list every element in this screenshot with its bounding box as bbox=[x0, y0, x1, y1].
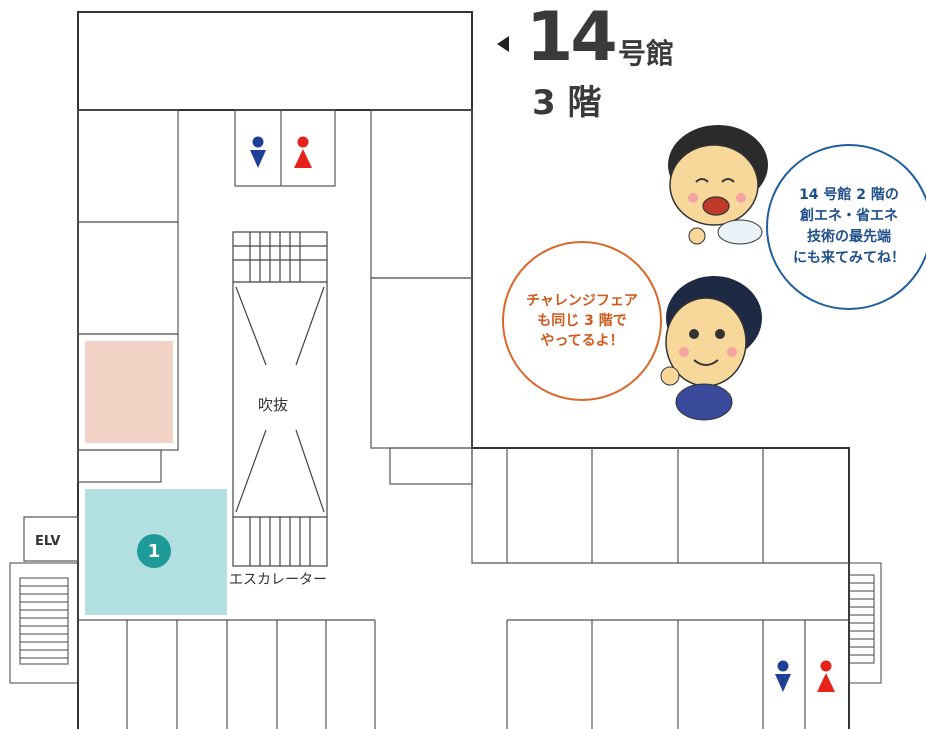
men-restroom-icon bbox=[250, 136, 266, 168]
room-lines bbox=[23, 109, 849, 729]
right-stairs bbox=[848, 562, 882, 684]
speech-bubble-orange: チャレンジフェア も同じ 3 階で やってるよ！ bbox=[502, 241, 662, 401]
men-restroom-icon bbox=[775, 660, 791, 692]
women-restroom-icon bbox=[294, 136, 312, 168]
location-marker-1[interactable]: 1 bbox=[137, 534, 171, 568]
boy-mascot-icon bbox=[668, 125, 768, 245]
speech-bubble-blue: 14 号館 2 階の 創エネ・省エネ 技術の最先端 にも来てみてね！ bbox=[766, 144, 926, 310]
arrow-left-icon bbox=[497, 36, 509, 52]
women-restroom-icon bbox=[817, 660, 835, 692]
marker-number: 1 bbox=[147, 540, 161, 562]
building-suffix: 号館 bbox=[618, 37, 675, 70]
speech-bubble-blue-text: 14 号館 2 階の 創エネ・省エネ 技術の最先端 にも来てみてね！ bbox=[793, 187, 905, 266]
void-label: 吹抜 bbox=[258, 396, 289, 414]
highlight-room-pink bbox=[85, 341, 173, 443]
escalator bbox=[232, 231, 328, 567]
building-number: 14 bbox=[526, 0, 618, 77]
speech-bubble-orange-text: チャレンジフェア も同じ 3 階で やってるよ！ bbox=[526, 293, 638, 349]
left-stairs bbox=[9, 562, 79, 684]
floor-label: 3 階 bbox=[532, 83, 602, 123]
elevator-label: ELV bbox=[35, 534, 61, 549]
boy-mascot-icon bbox=[660, 276, 762, 421]
escalator-label: エスカレーター bbox=[229, 572, 327, 588]
